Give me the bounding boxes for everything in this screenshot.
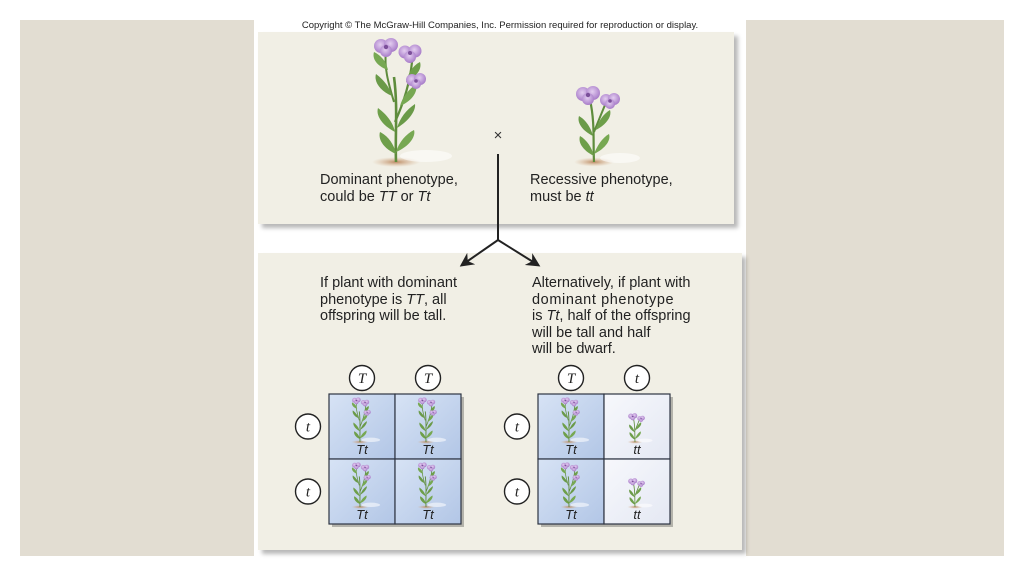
genotype-Tt: Tt <box>417 188 431 205</box>
allele-label: T <box>567 371 577 387</box>
offspring-genotype: Tt <box>356 507 369 522</box>
recessive-parent-caption: Recessive phenotype, must be tt <box>530 172 673 205</box>
punnett-cell-dwarf: tt <box>603 393 671 460</box>
offspring-genotype: Tt <box>422 507 435 522</box>
allele-label: t <box>515 420 520 436</box>
column-allele-1: T <box>348 364 376 392</box>
punnett-cell-tall: Tt <box>328 393 396 460</box>
punnett-cell-tall: Tt <box>537 393 605 460</box>
row-allele-1: t <box>294 413 322 440</box>
genotype-TT: TT <box>378 188 397 205</box>
punnett-cell-tall: Tt <box>328 458 396 525</box>
row-allele-1: t <box>503 413 531 440</box>
dwarf-parent-plant-icon <box>572 84 642 168</box>
heterozygous-outcome-text: Alternatively, if plant with dominant ph… <box>532 275 691 357</box>
parental-cross-panel <box>258 32 734 224</box>
punnett-cell-tall: Tt <box>394 458 462 525</box>
offspring-genotype: Tt <box>356 442 369 457</box>
cross-symbol: × <box>494 127 503 144</box>
copyright-notice: Copyright © The McGraw-Hill Companies, I… <box>301 20 699 31</box>
punnett-cell-tall: Tt <box>394 393 462 460</box>
allele-label: t <box>635 371 640 387</box>
punnett-cell-dwarf: tt <box>603 458 671 525</box>
allele-label: t <box>306 420 311 436</box>
offspring-genotype: tt <box>633 442 642 457</box>
genetics-figure: Copyright © The McGraw-Hill Companies, I… <box>254 20 746 556</box>
column-allele-2: t <box>623 364 651 392</box>
column-allele-2: T <box>414 364 442 392</box>
punnett-cell-tall: Tt <box>537 458 605 525</box>
offspring-genotype: Tt <box>565 507 578 522</box>
branching-arrow <box>459 154 541 267</box>
right-backdrop <box>746 20 1004 556</box>
row-allele-2: t <box>294 478 322 505</box>
column-allele-1: T <box>557 364 585 392</box>
allele-label: T <box>358 371 368 387</box>
left-backdrop <box>20 20 254 556</box>
allele-label: t <box>306 485 311 501</box>
tall-parent-plant-icon <box>370 36 454 169</box>
genotype-tt: tt <box>585 188 594 205</box>
dominant-parent-caption: Dominant phenotype, could be TT or Tt <box>320 172 458 205</box>
offspring-genotype: Tt <box>422 442 435 457</box>
row-allele-2: t <box>503 478 531 505</box>
offspring-genotype: tt <box>633 507 642 522</box>
homozygous-outcome-text: If plant with dominant phenotype is TT, … <box>320 275 458 324</box>
allele-label: t <box>515 485 520 501</box>
allele-label: T <box>424 371 434 387</box>
offspring-genotype: Tt <box>565 442 578 457</box>
